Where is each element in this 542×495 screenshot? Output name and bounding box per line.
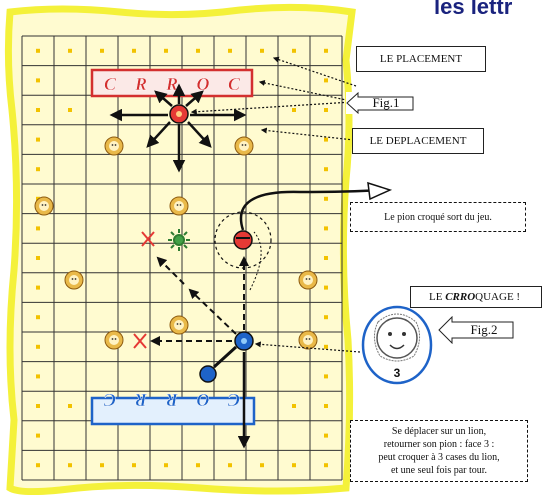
board-dot (36, 404, 40, 408)
fig2-label: Fig.2 (470, 322, 497, 338)
name-tile-letter: O (197, 74, 210, 94)
board-dot (36, 434, 40, 438)
lion-icon (170, 197, 188, 215)
board-dot (132, 49, 136, 53)
green-sun-piece (168, 229, 190, 251)
name-tile-letter: R (165, 74, 178, 94)
placement-label: LE PLACEMENT (356, 46, 486, 72)
board-dot (292, 463, 296, 467)
board-dot (36, 463, 40, 467)
name-tile-letter: C (228, 74, 241, 94)
fig2-tag: Fig.2 (438, 316, 514, 344)
board-dot (324, 374, 328, 378)
board-dot (292, 108, 296, 112)
lion-icon (299, 331, 317, 349)
board-dot (228, 463, 232, 467)
red-pawn-mid[interactable] (234, 231, 252, 249)
name-tile-letter: O (197, 390, 210, 410)
board-dot (36, 315, 40, 319)
rule-note: Se déplacer sur un lion, retourner son p… (350, 420, 528, 482)
board-dot (324, 463, 328, 467)
board-dot (36, 374, 40, 378)
board-dot (36, 138, 40, 142)
lion-token-number: 3 (389, 366, 405, 380)
board-dot (36, 49, 40, 53)
board-dot (100, 463, 104, 467)
board-dot (324, 78, 328, 82)
name-tile-letter: R (134, 74, 147, 94)
name-tile-letter: R (135, 390, 148, 410)
board-dot (324, 167, 328, 171)
lion-icon (35, 197, 53, 215)
board-dot (324, 315, 328, 319)
name-tile-letter: R (166, 390, 179, 410)
board-dot (36, 286, 40, 290)
crroquage-brand: CRRO (445, 291, 475, 303)
board-dot (68, 404, 72, 408)
board-dot (164, 463, 168, 467)
board-dot (36, 345, 40, 349)
board-dot (36, 78, 40, 82)
board-dot (324, 404, 328, 408)
lion-icon (299, 271, 317, 289)
board-dot (68, 463, 72, 467)
name-tile-letter: C (227, 390, 240, 410)
board-dot (324, 138, 328, 142)
board-dot (324, 49, 328, 53)
board-dot (68, 49, 72, 53)
board-dot (292, 404, 296, 408)
board-dot (260, 463, 264, 467)
name-tile-letter: C (103, 390, 116, 410)
lion-icon (170, 316, 188, 334)
board-dot (324, 345, 328, 349)
board-dot (36, 108, 40, 112)
name-tile-letter: C (104, 74, 117, 94)
fig1-label: Fig.1 (372, 95, 399, 111)
board-dot (132, 463, 136, 467)
lion-icon (65, 271, 83, 289)
board-dot (292, 49, 296, 53)
board-dot (324, 108, 328, 112)
board-dot (324, 256, 328, 260)
board-dot (260, 49, 264, 53)
lion-icon (235, 137, 253, 155)
board-dot (36, 256, 40, 260)
board-dot (324, 434, 328, 438)
board-dot (68, 108, 72, 112)
board-dot (324, 226, 328, 230)
fig1-tag: Fig.1 (346, 92, 414, 114)
board-dot (196, 463, 200, 467)
croque-note: Le pion croqué sort du jeu. (350, 202, 526, 232)
blue-pawn-second[interactable] (200, 366, 216, 382)
board-dot (324, 197, 328, 201)
lion-icon (105, 137, 123, 155)
lion-icon (105, 331, 123, 349)
board-dot (228, 49, 232, 53)
board-dot (36, 226, 40, 230)
board-dot (324, 286, 328, 290)
board-dot (164, 49, 168, 53)
board-dot (196, 49, 200, 53)
deplacement-label: LE DEPLACEMENT (352, 128, 484, 154)
board-dot (36, 167, 40, 171)
board-dot (100, 49, 104, 53)
